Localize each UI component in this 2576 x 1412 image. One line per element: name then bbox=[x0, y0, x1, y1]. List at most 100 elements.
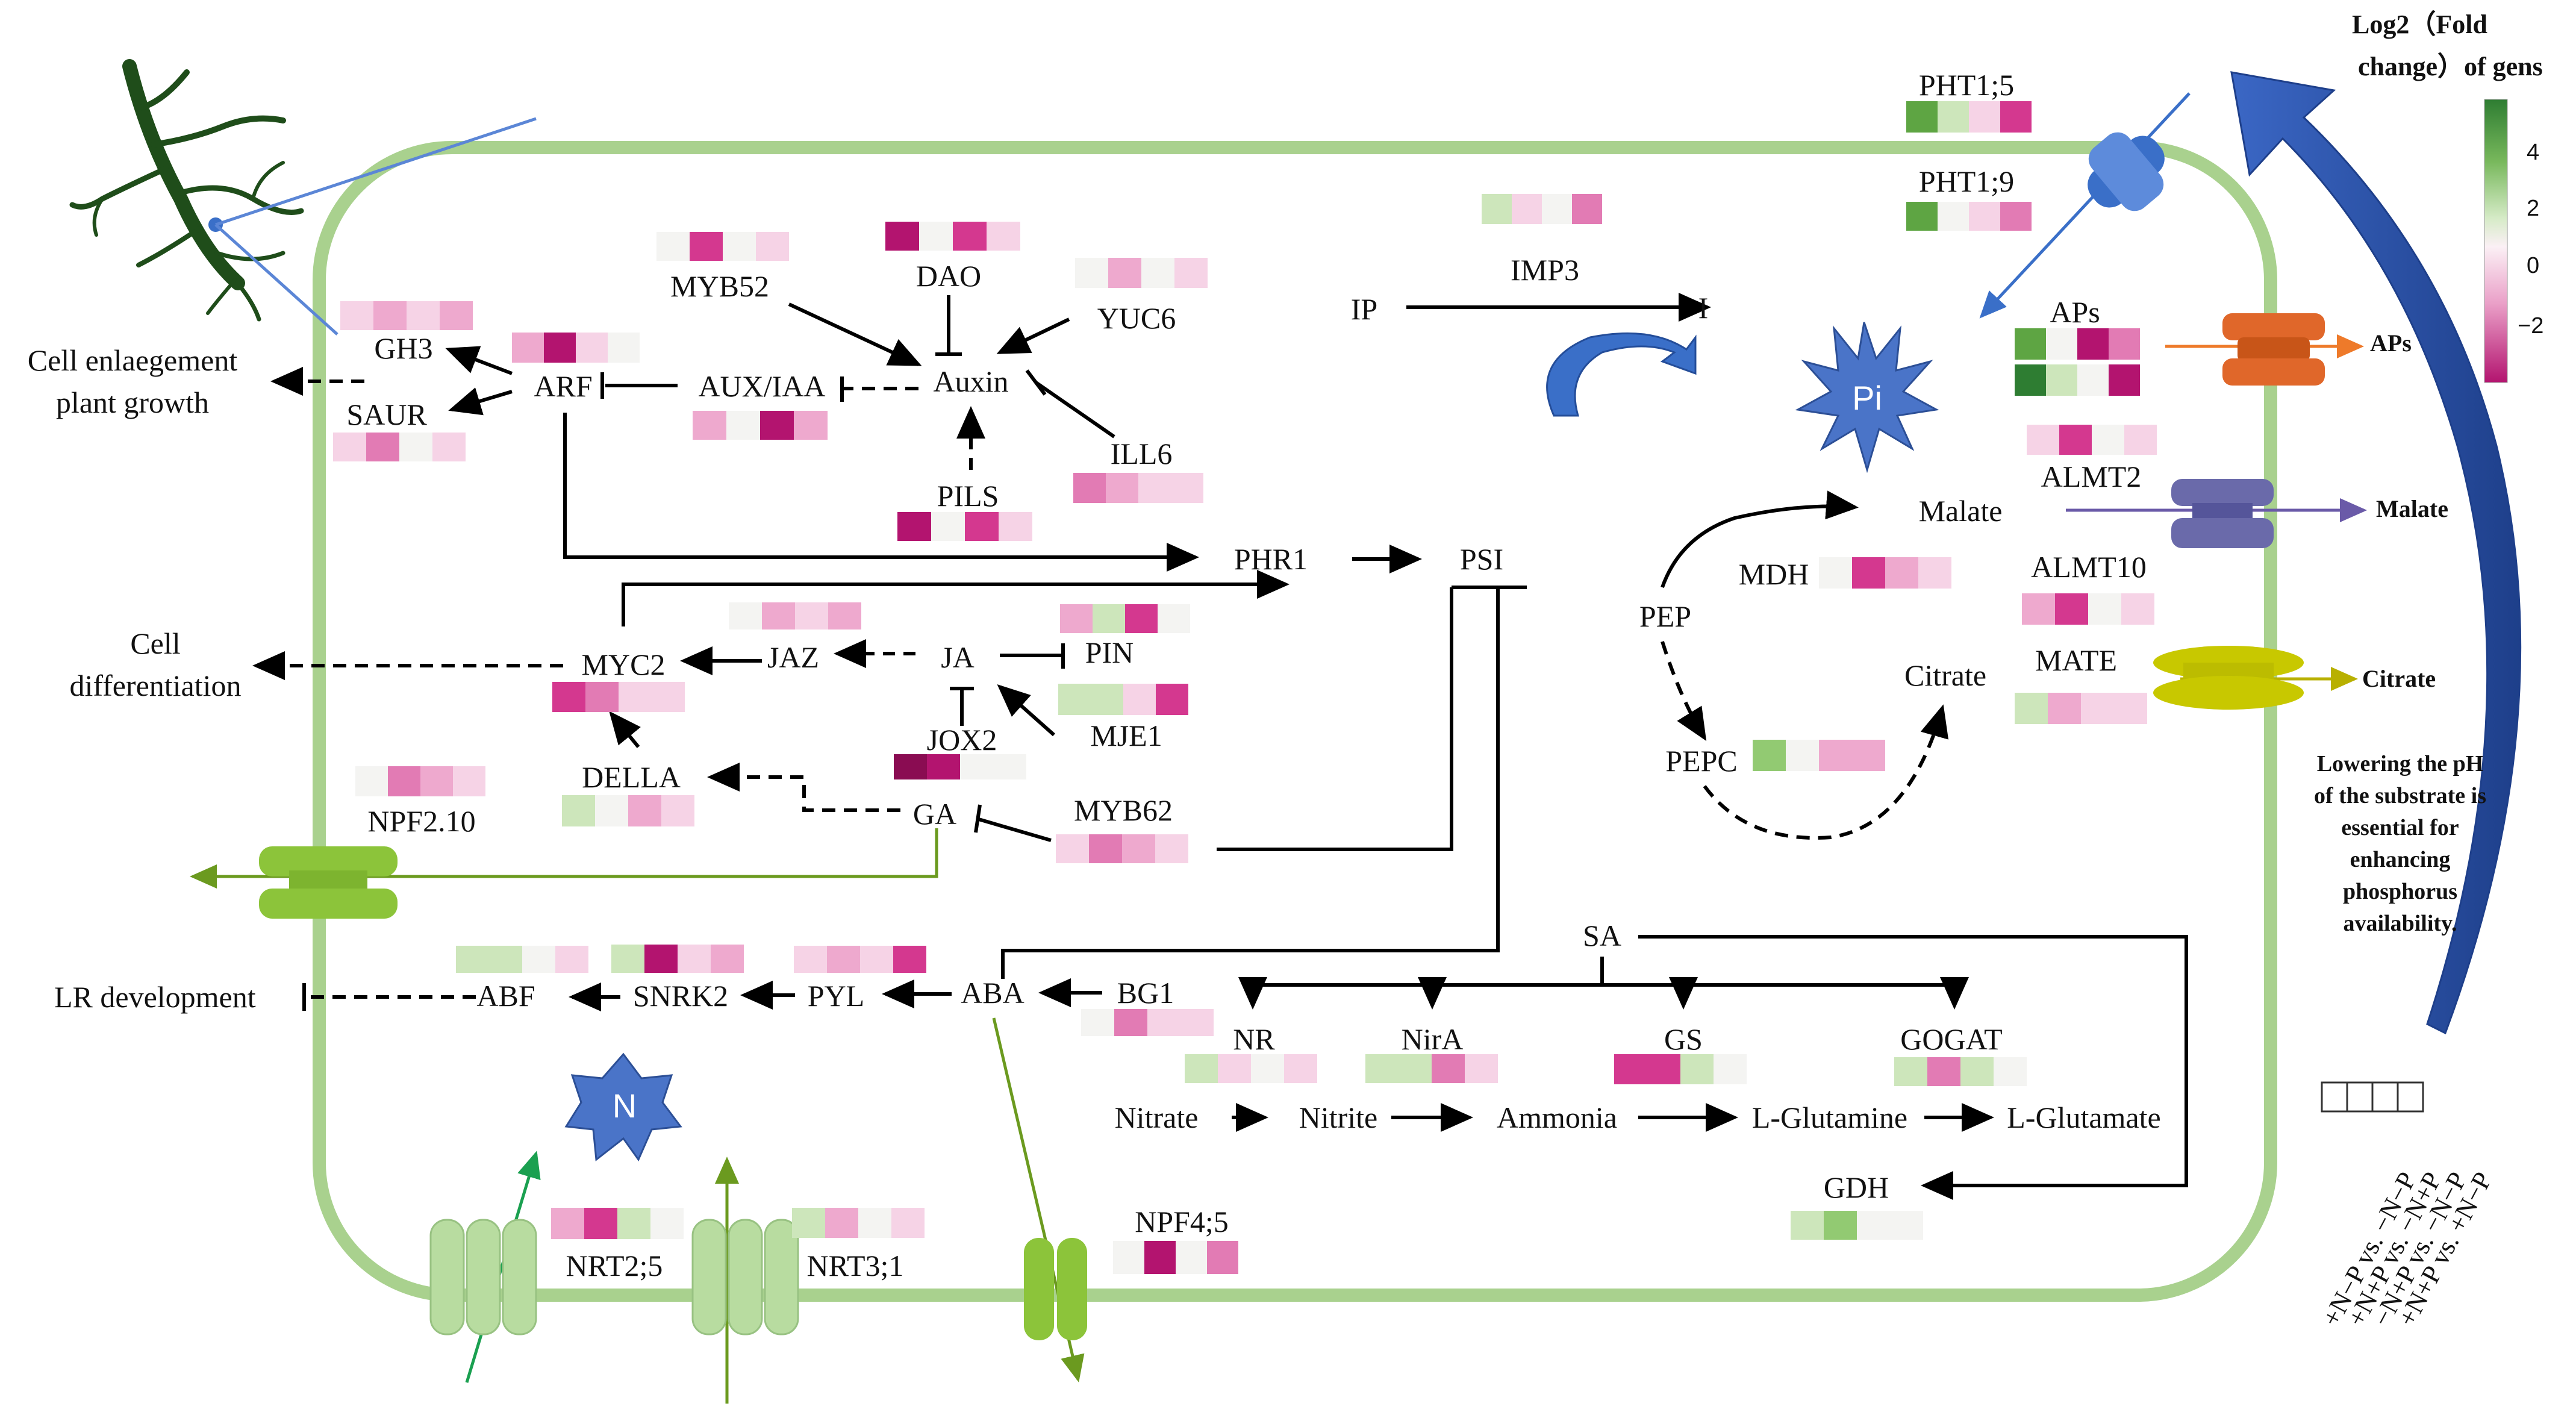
mate-label: MATE bbox=[2035, 643, 2117, 677]
bg1-label: BG1 bbox=[1117, 976, 1174, 1010]
heatmap-cell bbox=[1207, 1241, 1238, 1274]
heatmap-cell bbox=[522, 946, 555, 973]
cell-enlargement-label-2: plant growth bbox=[56, 386, 209, 419]
almt-transporter bbox=[2171, 479, 2274, 548]
heatmap-cell bbox=[628, 795, 661, 826]
heatmap-cell bbox=[1147, 1009, 1180, 1036]
cell-membrane bbox=[313, 141, 2277, 1302]
heatmap-cell bbox=[2059, 425, 2092, 455]
heatmap-cell bbox=[987, 222, 1020, 251]
connectors bbox=[252, 293, 2188, 1200]
heatmap-cell bbox=[1180, 1009, 1214, 1036]
heatmap-cell bbox=[1614, 1054, 1647, 1084]
heatmap-nira bbox=[1365, 1054, 1498, 1083]
heatmap-cell bbox=[2109, 364, 2140, 396]
gs-label: GS bbox=[1664, 1022, 1703, 1056]
heatmap-cell bbox=[1141, 258, 1174, 288]
heatmap-cell bbox=[1093, 604, 1125, 633]
big-blue-arrow bbox=[2230, 71, 2522, 1035]
npf45-label: NPF4;5 bbox=[1135, 1205, 1229, 1239]
nitrate-label: Nitrate bbox=[1115, 1101, 1199, 1134]
heatmap-cell bbox=[1791, 1211, 1824, 1240]
heatmap-arf bbox=[512, 333, 640, 363]
heatmap-npf210 bbox=[355, 766, 485, 796]
pht-transporter bbox=[2088, 132, 2165, 211]
heatmap-abf bbox=[456, 946, 588, 973]
dao-label: DAO bbox=[916, 259, 981, 293]
heatmap-cell bbox=[562, 795, 595, 826]
heatmap-bg1 bbox=[1081, 1009, 1214, 1036]
legend-colorbar bbox=[2484, 99, 2508, 383]
heatmap-cell bbox=[1125, 604, 1158, 633]
heatmap-nrt31 bbox=[792, 1208, 925, 1238]
heatmap-cell bbox=[611, 945, 644, 973]
heatmap-cell bbox=[2397, 1081, 2424, 1113]
heatmap-cell bbox=[333, 433, 366, 461]
heatmap-cell bbox=[1106, 473, 1138, 503]
note-line-3: essential for bbox=[2341, 815, 2459, 840]
heatmap-cell bbox=[1572, 194, 1602, 224]
legend-tick-0: 0 bbox=[2527, 253, 2539, 278]
heatmap-cell bbox=[1542, 194, 1572, 224]
citrate-out-label: Citrate bbox=[2362, 665, 2436, 692]
heatmap-cell bbox=[2088, 593, 2121, 625]
jox2-label: JOX2 bbox=[927, 723, 997, 757]
heatmap-cell bbox=[661, 795, 694, 826]
pi-label: Pi bbox=[1852, 379, 1882, 417]
gogat-label: GOGAT bbox=[1900, 1022, 2002, 1056]
heatmap-layer bbox=[333, 101, 2424, 1274]
heatmap-cell bbox=[608, 333, 640, 363]
imp3-label: IMP3 bbox=[1511, 253, 1579, 287]
npf45-transporter bbox=[1024, 1238, 1087, 1340]
heatmap-cell bbox=[1113, 1241, 1144, 1274]
heatmap-cell bbox=[693, 411, 726, 440]
heatmap-cell bbox=[953, 222, 987, 251]
mje1-label: MJE1 bbox=[1090, 719, 1162, 752]
heatmap-cell bbox=[2114, 693, 2147, 724]
heatmap-cell bbox=[652, 682, 685, 712]
heatmap-cell bbox=[1144, 1241, 1176, 1274]
heatmap-yuc6 bbox=[1075, 258, 1208, 288]
heatmap-cell bbox=[1714, 1054, 1747, 1084]
heatmap-myb52 bbox=[656, 232, 789, 261]
heatmap-cell bbox=[1114, 1009, 1147, 1036]
heatmap-cell bbox=[551, 1208, 584, 1239]
heatmap-cell bbox=[2055, 593, 2088, 625]
heatmap-cell bbox=[762, 602, 795, 629]
heatmap-cell bbox=[1399, 1054, 1432, 1083]
heatmap-cell bbox=[512, 333, 544, 363]
heatmap-cell bbox=[931, 512, 965, 541]
psi-label: PSI bbox=[1460, 542, 1503, 576]
heatmap-cell bbox=[1284, 1054, 1317, 1083]
npf210-label: NPF2.10 bbox=[367, 804, 475, 838]
i-label: I bbox=[1698, 291, 1709, 325]
heatmap-cell bbox=[1857, 1211, 1890, 1240]
heatmap-cell bbox=[407, 301, 440, 330]
heatmap-cell bbox=[726, 411, 760, 440]
della-label: DELLA bbox=[582, 760, 681, 794]
myb52-label: MYB52 bbox=[670, 269, 769, 303]
legend-tick-neg2: −2 bbox=[2518, 313, 2543, 339]
pht15-label: PHT1;5 bbox=[1919, 68, 2014, 102]
heatmap-cell bbox=[1176, 1241, 1207, 1274]
myb62-label: MYB62 bbox=[1074, 793, 1173, 827]
citrate-label: Citrate bbox=[1904, 658, 1986, 692]
heatmap-gs bbox=[1614, 1054, 1747, 1084]
heatmap-cell bbox=[1171, 473, 1203, 503]
pepc-label: PEPC bbox=[1665, 744, 1738, 778]
legend-title-1: Log2（Fold bbox=[2352, 10, 2487, 39]
heatmap-cell bbox=[965, 512, 999, 541]
heatmap-cell bbox=[858, 1208, 891, 1238]
heatmap-cell bbox=[2015, 328, 2046, 360]
lr-development-label: LR development bbox=[54, 980, 256, 1014]
heatmap-cell bbox=[432, 433, 466, 461]
mate-transporter bbox=[2153, 646, 2304, 710]
heatmap-cell bbox=[399, 433, 432, 461]
nrt25-import-arrow bbox=[465, 1151, 541, 1383]
heatmap-cell bbox=[827, 946, 860, 973]
heatmap-cell bbox=[1647, 1054, 1680, 1084]
labels: Cell enlaegement plant growth Cell diffe… bbox=[28, 68, 2448, 1282]
heatmap-cell bbox=[1185, 1054, 1218, 1083]
heatmap-nrt25 bbox=[551, 1208, 684, 1239]
cell-enlargement-label-1: Cell enlaegement bbox=[28, 343, 238, 377]
